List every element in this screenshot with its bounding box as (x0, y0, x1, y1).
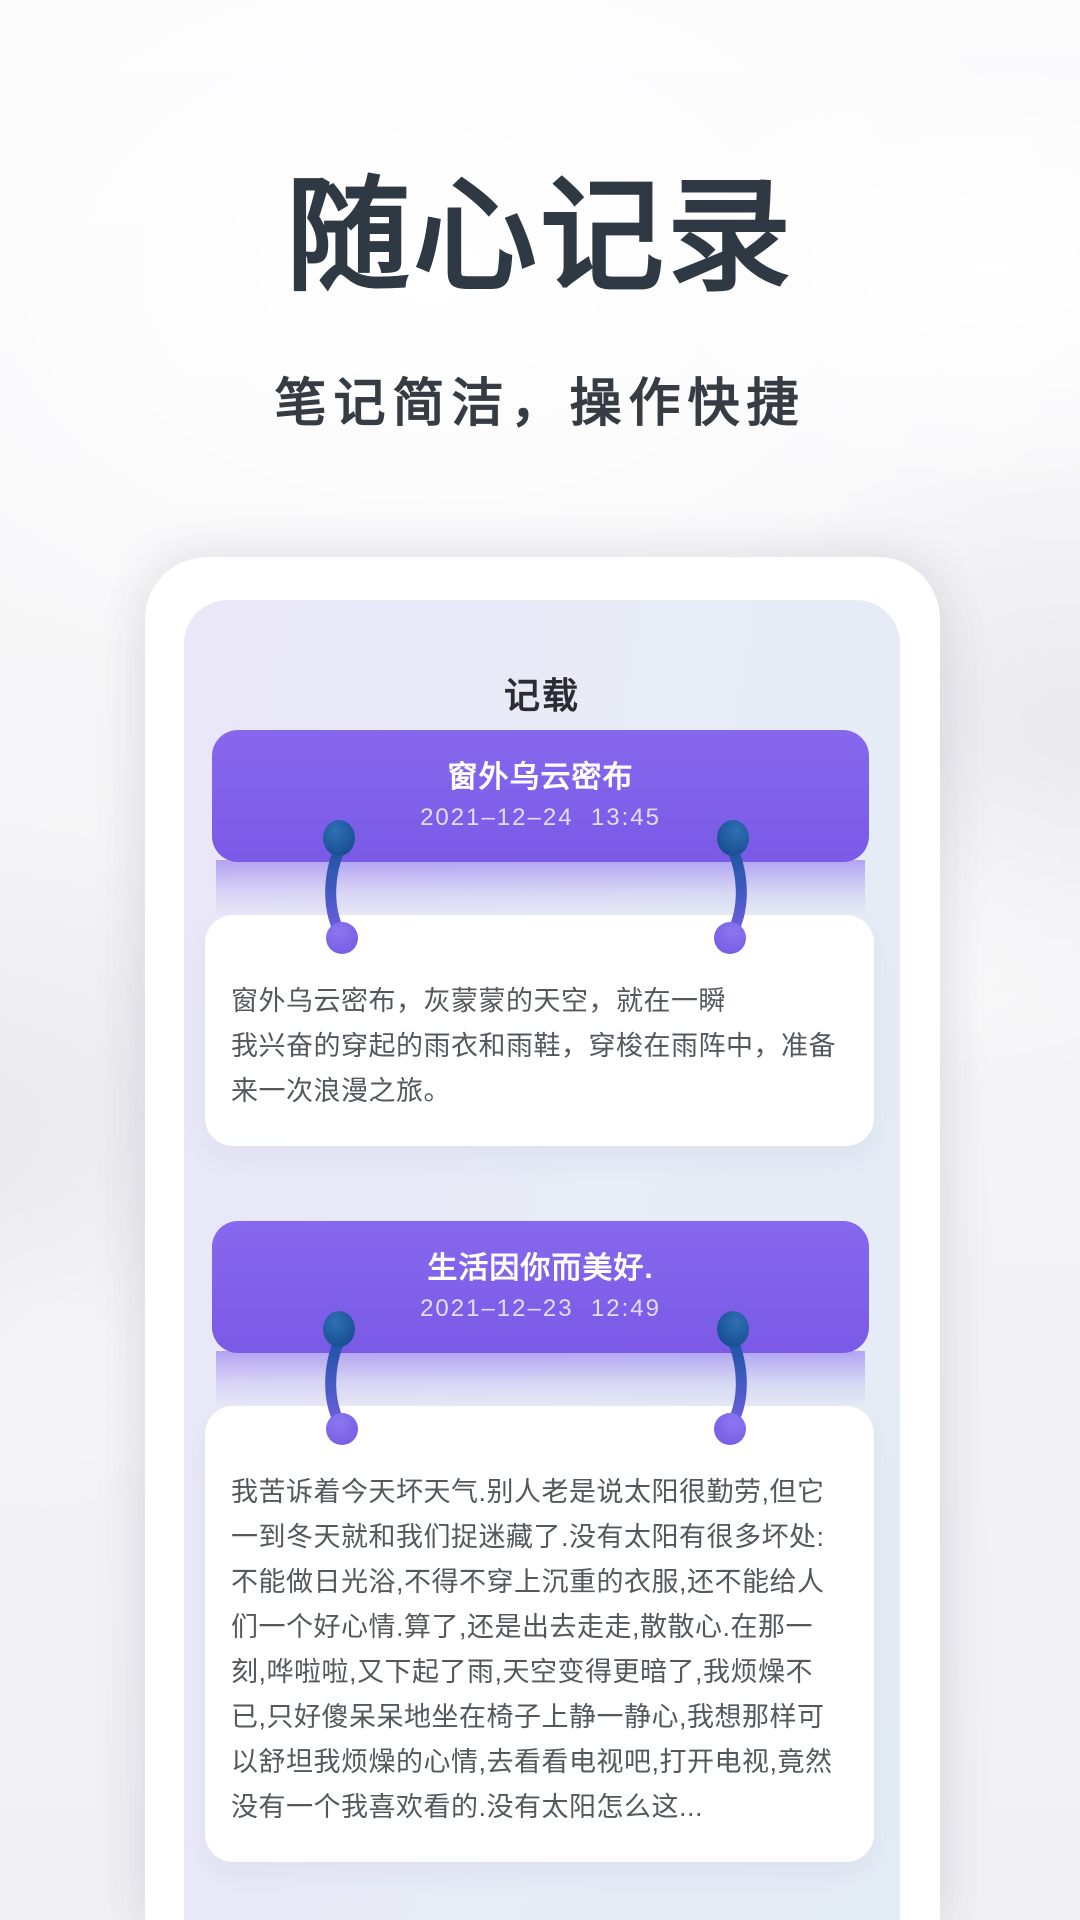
note-date: 2021–12–23 12:49 (420, 1294, 661, 1322)
note-body-card: 窗外乌云密布，灰蒙蒙的天空，就在一瞬 我兴奋的穿起的雨衣和雨鞋，穿梭在雨阵中，准… (205, 915, 874, 1146)
pin-icon (323, 1311, 358, 1445)
screen-title: 记载 (503, 675, 580, 716)
hero-subtitle: 笔记简洁，操作快捷 (274, 376, 806, 433)
note-title: 生活因你而美好. (427, 1251, 654, 1285)
note-paragraph: 窗外乌云密布，灰蒙蒙的天空，就在一瞬 (231, 986, 726, 1016)
note-header-glow (216, 860, 865, 916)
note-paragraph: 我兴奋的穿起的雨衣和雨鞋，穿梭在雨阵中，准备来一次浪漫之旅。 (231, 1031, 836, 1106)
pin-icon (714, 820, 749, 954)
note-header-card: 窗外乌云密布 2021–12–24 13:45 (212, 730, 869, 862)
note-title: 窗外乌云密布 (447, 760, 634, 794)
pin-icon (323, 820, 358, 954)
note-body-card: 我苦诉着今天坏天气.别人老是说太阳很勤劳,但它一到冬天就和我们捉迷藏了.没有太阳… (205, 1406, 874, 1862)
note-paragraph: 我苦诉着今天坏天气.别人老是说太阳很勤劳,但它一到冬天就和我们捉迷藏了.没有太阳… (231, 1477, 833, 1822)
note-header-glow (216, 1351, 865, 1407)
pin-icon (714, 1311, 749, 1445)
phone-mockup: 记载 窗外乌云密布 2021–12–24 13:45 窗外乌云密布，灰蒙蒙的天空… (145, 557, 940, 1920)
note-date: 2021–12–24 13:45 (420, 803, 661, 831)
phone-screen: 记载 窗外乌云密布 2021–12–24 13:45 窗外乌云密布，灰蒙蒙的天空… (184, 600, 900, 1920)
note-header-card: 生活因你而美好. 2021–12–23 12:49 (212, 1221, 869, 1353)
hero-title: 随心记录 (285, 169, 794, 306)
